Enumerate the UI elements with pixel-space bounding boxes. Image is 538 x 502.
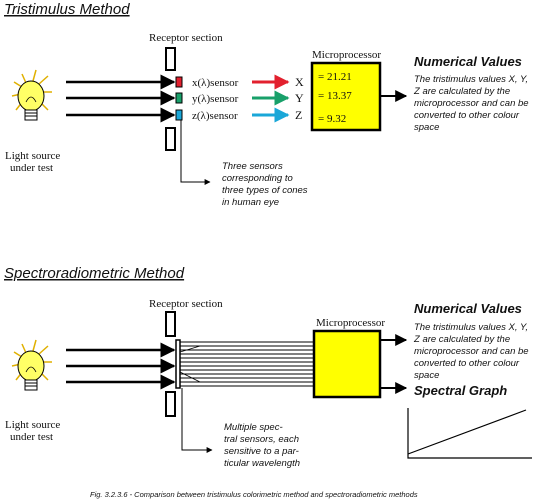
channel-x-label: X — [295, 75, 304, 89]
top-receptor-housing — [165, 127, 176, 151]
top-note-2: corresponding to — [222, 173, 293, 184]
top-numerical-heading: Numerical Values — [414, 54, 522, 69]
light-bulb-icon — [11, 339, 52, 391]
top-note-3: three types of cones — [222, 185, 308, 196]
bottom-receptor-label: Receptor section — [149, 298, 223, 310]
bottom-numerical-text-1: The tristimulus values X, Y, — [414, 322, 528, 333]
bottom-receptor-housing — [165, 311, 176, 337]
top-numerical-text-5: space — [414, 122, 439, 133]
x-sensor — [175, 76, 183, 88]
bottom-micro-label: Microprocessor — [316, 317, 385, 329]
bottom-title: Spectroradiometric Method — [4, 265, 185, 282]
bottom-numerical-heading: Numerical Values — [414, 301, 522, 316]
x-sensor-label: x(λ)sensor — [192, 77, 239, 89]
y-sensor-label: y(λ)sensor — [192, 93, 239, 105]
value-y: = 13.37 — [318, 90, 352, 102]
top-micro-label: Microprocessor — [312, 49, 381, 61]
spectral-graph-icon — [407, 408, 532, 459]
bottom-numerical-text-2: Z are calculated by the — [413, 334, 510, 345]
top-microprocessor — [310, 61, 382, 132]
bottom-microprocessor — [312, 329, 382, 399]
bottom-note-1: Multiple spec- — [224, 422, 283, 433]
top-note-1: Three sensors — [222, 161, 283, 172]
bottom-note-2: tral sensors, each — [224, 434, 299, 445]
light-bulb-icon — [11, 69, 52, 121]
channel-y-label: Y — [295, 91, 304, 105]
top-numerical-text-3: microprocessor and can be — [414, 98, 529, 109]
top-light-label-1: Light source — [5, 150, 60, 162]
top-note-pointer — [180, 120, 211, 185]
top-numerical-text-1: The tristimulus values X, Y, — [414, 74, 528, 85]
spectral-fan-lines — [179, 341, 201, 383]
figure-caption: Fig. 3.2.3.6 - Comparison between tristi… — [90, 490, 418, 499]
spectral-channel-lines — [180, 341, 314, 387]
top-receptor-label: Receptor section — [149, 32, 223, 44]
bottom-note-4: ticular wavelength — [224, 458, 300, 469]
top-note-4: in human eye — [222, 197, 279, 208]
z-sensor — [175, 109, 183, 121]
bottom-note-pointer — [181, 388, 213, 453]
top-light-label-2: under test — [10, 162, 53, 174]
value-z: = 9.32 — [318, 113, 346, 125]
channel-z-label: Z — [295, 108, 302, 122]
top-receptor-housing — [165, 47, 176, 71]
top-numerical-text-2: Z are calculated by the — [413, 86, 510, 97]
value-x: = 21.21 — [318, 71, 352, 83]
bottom-note-3: sensitive to a par- — [224, 446, 299, 457]
top-title: Tristimulus Method — [4, 1, 130, 18]
bottom-light-label-1: Light source — [5, 419, 60, 431]
bottom-numerical-text-5: space — [414, 370, 439, 381]
bottom-numerical-text-4: converted to other colour — [414, 358, 520, 369]
spectral-graph-heading: Spectral Graph — [414, 383, 507, 398]
y-sensor — [175, 92, 183, 104]
z-sensor-label: z(λ)sensor — [192, 110, 238, 122]
bottom-light-label-2: under test — [10, 431, 53, 443]
bottom-receptor-housing — [165, 391, 176, 417]
top-numerical-text-4: converted to other colour — [414, 110, 520, 121]
spectral-sensor-array — [175, 339, 181, 389]
bottom-numerical-text-3: microprocessor and can be — [414, 346, 529, 357]
